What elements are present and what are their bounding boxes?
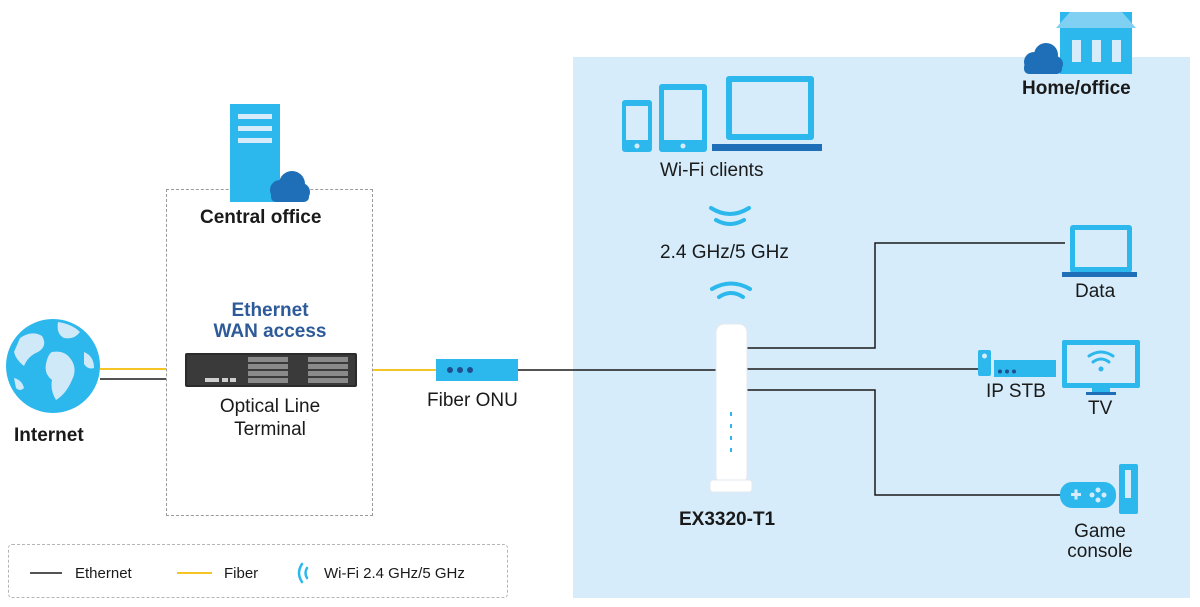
data-label: Data bbox=[1075, 281, 1116, 302]
legend-wifi-label: Wi-Fi 2.4 GHz/5 GHz bbox=[324, 565, 465, 582]
ethernet-link-data bbox=[747, 242, 1065, 349]
wifi-band-label: 2.4 GHz/5 GHz bbox=[660, 242, 789, 263]
legend-fiber-label: Fiber bbox=[224, 565, 259, 582]
ethernet-links bbox=[100, 242, 1065, 496]
fiber-links bbox=[100, 368, 436, 371]
tv-label: TV bbox=[1088, 398, 1113, 419]
wifi-waves-icon bbox=[709, 206, 751, 226]
ethernet-link-game bbox=[747, 389, 1065, 496]
router-device-icon bbox=[709, 323, 753, 493]
wan-access-line2: WAN access bbox=[213, 320, 327, 342]
stb-device-icon bbox=[978, 350, 1056, 377]
phone-icon bbox=[622, 100, 652, 152]
data-laptop-icon bbox=[1062, 225, 1137, 277]
onu-device-icon bbox=[436, 359, 518, 381]
globe-icon bbox=[6, 319, 100, 413]
home-office-label: Home/office bbox=[1022, 78, 1131, 99]
router-wifi-icon bbox=[710, 281, 752, 299]
game-console-line1: Game bbox=[1074, 521, 1126, 542]
tv-icon bbox=[1062, 340, 1140, 395]
wan-access-line1: Ethernet bbox=[231, 300, 309, 321]
olt-device-icon bbox=[185, 353, 357, 387]
legend-wifi-icon bbox=[297, 562, 309, 584]
laptop-icon bbox=[712, 76, 822, 151]
olt-label: Optical Line Terminal bbox=[180, 396, 360, 442]
cloud-icon bbox=[270, 171, 310, 202]
ip-stb-label: IP STB bbox=[986, 381, 1046, 402]
home-cloud-icon bbox=[1024, 43, 1063, 74]
central-office-label: Central office bbox=[200, 207, 322, 228]
olt-label-line1: Optical Line bbox=[219, 396, 321, 417]
wan-access-label: Ethernet WAN access bbox=[190, 300, 350, 343]
internet-label: Internet bbox=[14, 425, 84, 446]
legend-ethernet-label: Ethernet bbox=[75, 565, 132, 582]
olt-label-line2: Terminal bbox=[234, 418, 306, 440]
onu-label: Fiber ONU bbox=[427, 390, 518, 411]
game-console-label: Game console bbox=[1050, 522, 1150, 562]
wifi-clients-label: Wi-Fi clients bbox=[660, 160, 764, 181]
game-console-icon bbox=[1060, 464, 1138, 514]
router-label: EX3320-T1 bbox=[679, 509, 776, 530]
game-console-line2: console bbox=[1067, 540, 1133, 562]
tablet-icon bbox=[659, 84, 707, 152]
house-icon bbox=[1056, 12, 1136, 74]
legend-box: Ethernet Fiber Wi-Fi 2.4 GHz/5 GHz bbox=[8, 544, 508, 598]
